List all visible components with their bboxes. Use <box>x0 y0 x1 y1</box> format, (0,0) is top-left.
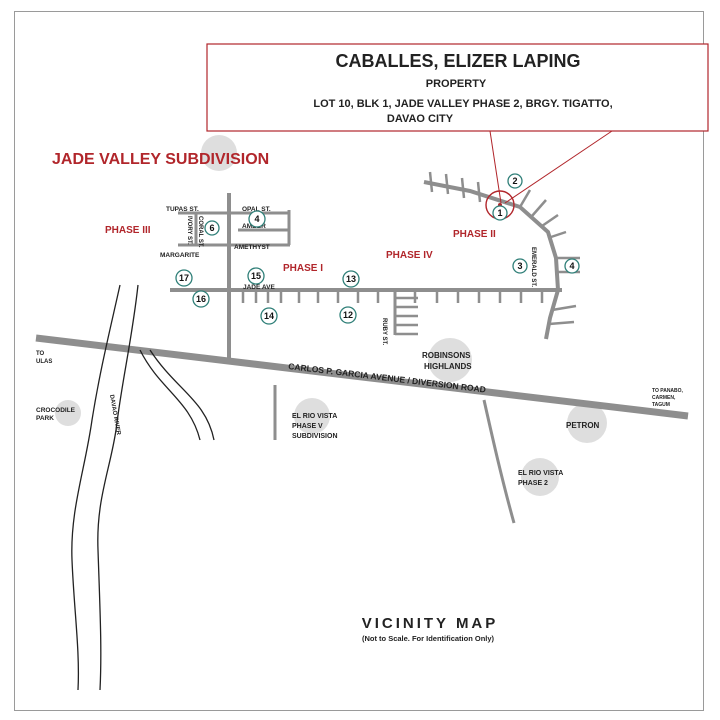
robinsons-blob <box>428 338 472 382</box>
street-margarite: MARGARITE <box>160 252 200 259</box>
marker-12: 12 <box>339 306 357 324</box>
petron-blob <box>567 403 607 443</box>
marker-4-west: 4 <box>248 210 266 228</box>
crocodile-label-2: PARK <box>36 415 54 422</box>
address-line-2: DAVAO CITY <box>387 113 454 125</box>
toward-label-1: TO PANABO, <box>652 388 684 394</box>
marker-17: 17 <box>175 269 193 287</box>
toward-label-2: CARMEN, <box>652 395 676 401</box>
street-jade-ave: JADE AVE <box>243 284 275 291</box>
marker-1: 1 <box>492 205 508 221</box>
el-rio-2-label-2: PHASE 2 <box>518 480 548 487</box>
marker-4-east: 4 <box>564 258 580 274</box>
svg-text:2: 2 <box>512 176 517 186</box>
phase-2-label: PHASE II <box>453 229 496 240</box>
svg-text:12: 12 <box>343 310 353 320</box>
marker-6: 6 <box>204 220 220 236</box>
to-ulas-1: TO <box>36 351 45 357</box>
svg-text:13: 13 <box>346 274 356 284</box>
el-rio-5-label-3: SUBDIVISION <box>292 433 338 440</box>
subdivision-title: JADE VALLEY SUBDIVISION <box>52 151 269 168</box>
street-emerald: EMERALD ST. <box>530 247 536 287</box>
svg-text:3: 3 <box>517 261 522 271</box>
property-label: PROPERTY <box>426 78 487 90</box>
owner-name: CABALLES, ELIZER LAPING <box>335 51 580 71</box>
el-rio-5-label-1: EL RIO VISTA <box>292 413 337 420</box>
robinsons-label-2: HIGHLANDS <box>424 362 472 371</box>
phase-3-label: PHASE III <box>105 225 151 236</box>
marker-15: 15 <box>247 267 265 285</box>
petron-label: PETRON <box>566 421 600 430</box>
svg-text:1: 1 <box>497 208 502 218</box>
address-line-1: LOT 10, BLK 1, JADE VALLEY PHASE 2, BRGY… <box>313 98 612 110</box>
marker-14: 14 <box>260 307 278 325</box>
street-tupas: TUPAS ST. <box>166 206 199 213</box>
vicinity-map-note: (Not to Scale. For Identification Only) <box>362 634 495 643</box>
robinsons-label-1: ROBINSONS <box>422 351 471 360</box>
subdivision-roads <box>170 171 580 524</box>
davao-river-label: DAVAO RIVER <box>108 394 121 436</box>
svg-text:16: 16 <box>196 294 206 304</box>
marker-3: 3 <box>512 258 528 274</box>
svg-text:14: 14 <box>264 311 274 321</box>
to-ulas-2: ULAS <box>36 359 52 365</box>
marker-13: 13 <box>342 270 360 288</box>
svg-text:4: 4 <box>569 261 574 271</box>
street-ruby: RUBY ST. <box>381 318 387 346</box>
phase-4-label: PHASE IV <box>386 250 433 261</box>
street-opal: OPAL ST. <box>242 206 271 213</box>
crocodile-blob <box>55 400 81 426</box>
leader-lines <box>489 130 613 204</box>
el-rio-2-blob <box>521 458 559 496</box>
el-rio-2-label-1: EL RIO VISTA <box>518 470 563 477</box>
el-rio-5-blob <box>294 398 330 434</box>
marker-2: 2 <box>507 173 523 189</box>
svg-text:4: 4 <box>254 214 259 224</box>
svg-text:6: 6 <box>209 223 214 233</box>
el-rio-5-label-2: PHASE V <box>292 423 323 430</box>
marker-16: 16 <box>192 290 210 308</box>
callout-box <box>206 43 709 132</box>
vicinity-map-title: VICINITY MAP <box>362 615 499 632</box>
toward-label-3: TAGUM <box>652 402 670 408</box>
street-ivory: IVORY ST. <box>186 216 192 245</box>
svg-text:15: 15 <box>251 271 261 281</box>
landmark-blob <box>201 135 237 171</box>
street-amethyst: AMETHYST <box>234 244 270 251</box>
crocodile-label-1: CROCODILE <box>36 407 76 414</box>
phase-1-label: PHASE I <box>283 263 323 274</box>
main-road <box>35 334 689 420</box>
svg-text:17: 17 <box>179 273 189 283</box>
davao-river <box>71 284 215 691</box>
street-coral: CORAL ST. <box>197 216 203 248</box>
